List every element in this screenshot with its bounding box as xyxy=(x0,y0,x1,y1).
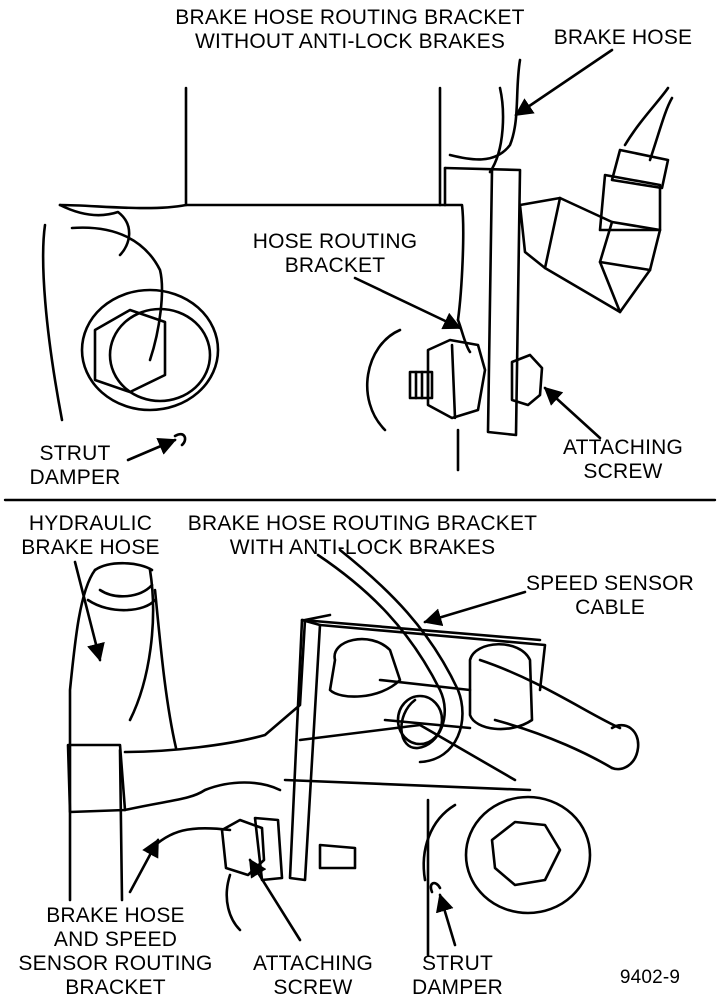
strut-damper-arrow-bottom xyxy=(435,893,457,947)
hose-routing-line2: BRACKET xyxy=(284,254,386,277)
attaching-line1-bottom: ATTACHING xyxy=(252,952,374,975)
bh-line3: SENSOR ROUTING xyxy=(18,952,213,975)
hose-routing-line1: HOSE ROUTING xyxy=(252,230,418,253)
brake-hose-text: BRAKE HOSE xyxy=(553,26,693,49)
hydraulic-brake-hose-label: HYDRAULIC BRAKE HOSE xyxy=(8,512,173,560)
attaching-screw-arrow-bottom xyxy=(248,858,302,942)
attaching-screw-arrow-top xyxy=(543,386,602,440)
hose-routing-bracket-arrow xyxy=(353,276,462,330)
bottom-title-line1: BRAKE HOSE ROUTING BRACKET xyxy=(187,512,538,535)
attaching-nut xyxy=(426,338,487,420)
knuckle-body-bottom xyxy=(123,613,332,754)
hose-clamp xyxy=(66,743,127,814)
routing-bracket-label: BRAKE HOSE AND SPEED SENSOR ROUTING BRAC… xyxy=(8,904,223,1000)
bh-line4: BRACKET xyxy=(65,976,166,999)
strut-bolt-bottom xyxy=(464,795,592,915)
speed-sensor-cable-label: SPEED SENSOR CABLE xyxy=(520,572,700,620)
figure-number: 9402-9 xyxy=(600,966,700,990)
cable-clip-left xyxy=(328,637,402,698)
strut-damper-label-bottom: STRUT DAMPER xyxy=(400,952,515,1000)
top-illustration xyxy=(41,58,674,472)
hose-fitting xyxy=(518,196,662,314)
top-title-line2: WITHOUT ANTI-LOCK BRAKES xyxy=(194,30,506,53)
brake-hose-label: BRAKE HOSE xyxy=(548,26,698,50)
knuckle-body xyxy=(58,203,465,322)
hydraulic-line2: BRAKE HOSE xyxy=(21,536,160,559)
top-title-line1: BRAKE HOSE ROUTING BRACKET xyxy=(175,6,525,29)
attaching-screw-label-bottom: ATTACHING SCREW xyxy=(238,952,388,1000)
attaching-line2-bottom: SCREW xyxy=(273,976,353,999)
hydraulic-hose-arrow xyxy=(73,560,105,662)
strut-line2-top: DAMPER xyxy=(29,466,121,489)
strut-line1-bottom: STRUT xyxy=(422,952,493,975)
strut-line2-bottom: DAMPER xyxy=(411,976,504,999)
top-title: BRAKE HOSE ROUTING BRACKET WITHOUT ANTI-… xyxy=(160,6,540,54)
brake-hose-arrow xyxy=(514,48,614,117)
bottom-title-line2: WITH ANTI-LOCK BRAKES xyxy=(229,536,496,559)
attaching-screw-head xyxy=(510,353,544,407)
attaching-line2-top: SCREW xyxy=(583,460,663,483)
brake-hose-tube xyxy=(448,58,522,161)
strut-damper-label-top: STRUT DAMPER xyxy=(20,442,130,490)
strut-bolt-left xyxy=(80,288,220,412)
speed-line2: CABLE xyxy=(575,596,645,619)
cable-clip-right xyxy=(468,642,534,731)
strut-line1-top: STRUT xyxy=(39,442,111,465)
attaching-line1-top: ATTACHING xyxy=(562,436,684,459)
attaching-screw-label-top: ATTACHING SCREW xyxy=(548,436,698,484)
figure-number-text: 9402-9 xyxy=(619,967,681,988)
routing-bracket-arrow xyxy=(128,838,160,894)
hydraulic-hose xyxy=(68,568,97,902)
bottom-bracket-plate xyxy=(288,618,322,882)
hose-routing-bracket-label: HOSE ROUTING BRACKET xyxy=(240,230,430,278)
bottom-title: BRAKE HOSE ROUTING BRACKET WITH ANTI-LOC… xyxy=(175,512,550,560)
strut-damper-arrow xyxy=(126,438,177,462)
speed-line1: SPEED SENSOR xyxy=(525,572,695,595)
hose-bracket-plate xyxy=(443,166,522,437)
bh-line2: AND SPEED xyxy=(53,928,178,951)
hydraulic-line1: HYDRAULIC xyxy=(28,512,153,535)
bh-line1: BRAKE HOSE xyxy=(46,904,185,927)
speed-sensor-cable-arrow xyxy=(423,590,527,627)
